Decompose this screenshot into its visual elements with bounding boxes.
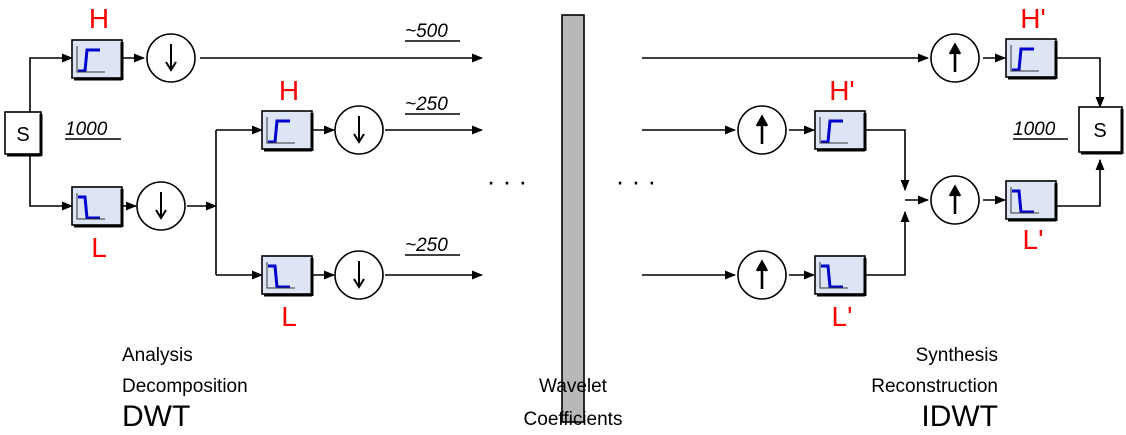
wire-lp2-to-sum bbox=[866, 210, 910, 276]
detail2-length-label: ~250 bbox=[405, 94, 448, 115]
lowpass-label-1: L bbox=[91, 232, 107, 263]
output-label: S bbox=[1093, 120, 1106, 142]
decomposition-caption: Decomposition bbox=[122, 376, 248, 397]
analysis-wires bbox=[29, 53, 484, 280]
recon-highpass-filter-1 bbox=[1005, 38, 1058, 80]
lowpass-filter-2 bbox=[261, 255, 314, 297]
input-length-label: 1000 bbox=[65, 119, 108, 140]
highpass-label-2: H bbox=[279, 75, 299, 106]
recon-lowpass-filter-2 bbox=[814, 255, 867, 297]
downsample-icon-4 bbox=[334, 250, 384, 300]
source-label: S bbox=[16, 124, 29, 146]
detail1-length-label: ~500 bbox=[405, 21, 448, 42]
recon-lowpass-label-1: L' bbox=[1023, 224, 1044, 255]
recon-lowpass-filter-1 bbox=[1005, 180, 1058, 222]
highpass-filter-2 bbox=[261, 110, 314, 152]
dwt-caption: DWT bbox=[122, 400, 190, 433]
idwt-caption: IDWT bbox=[921, 400, 998, 433]
output-block: S bbox=[1078, 106, 1124, 155]
ellipsis-right: · · · bbox=[616, 166, 656, 196]
lowpass-label-2: L bbox=[281, 301, 297, 332]
analysis-caption: Analysis bbox=[122, 345, 193, 366]
upsample-icon-2 bbox=[737, 105, 787, 155]
wire-hp2-to-sum bbox=[866, 129, 910, 192]
wire-lp1-to-s bbox=[1057, 158, 1105, 207]
upsample-icon-4 bbox=[930, 175, 980, 225]
lowpass-filter-1 bbox=[71, 186, 124, 228]
reconstruction-caption: Reconstruction bbox=[871, 376, 998, 397]
recon-highpass-label-1: H' bbox=[1020, 3, 1046, 34]
upsample-icon-3 bbox=[737, 250, 787, 300]
downsample-icon-1 bbox=[146, 33, 196, 83]
highpass-label-1: H bbox=[89, 3, 109, 34]
wire-s-to-h1 bbox=[29, 53, 74, 112]
wire-hp1-to-s bbox=[1057, 57, 1105, 109]
source-block: S bbox=[4, 111, 43, 157]
downsample-icon-2 bbox=[136, 181, 186, 231]
wavelet-caption: Wavelet bbox=[539, 376, 608, 397]
output-length-label: 1000 bbox=[1013, 119, 1056, 140]
recon-highpass-filter-2 bbox=[814, 110, 867, 152]
recon-lowpass-label-2: L' bbox=[832, 301, 853, 332]
wire-s-to-l1 bbox=[29, 153, 74, 211]
recon-highpass-label-2: H' bbox=[829, 75, 855, 106]
coefficients-caption: Coefficients bbox=[524, 409, 623, 430]
upsample-icon-1 bbox=[930, 33, 980, 83]
wavelet-coefficients-bar bbox=[561, 14, 585, 423]
highpass-filter-1 bbox=[71, 39, 124, 81]
approx2-length-label: ~250 bbox=[405, 235, 448, 256]
ellipsis-left: · · · bbox=[487, 166, 527, 196]
downsample-icon-3 bbox=[334, 105, 384, 155]
synthesis-caption: Synthesis bbox=[916, 345, 998, 366]
synthesis-wires bbox=[642, 53, 1105, 280]
